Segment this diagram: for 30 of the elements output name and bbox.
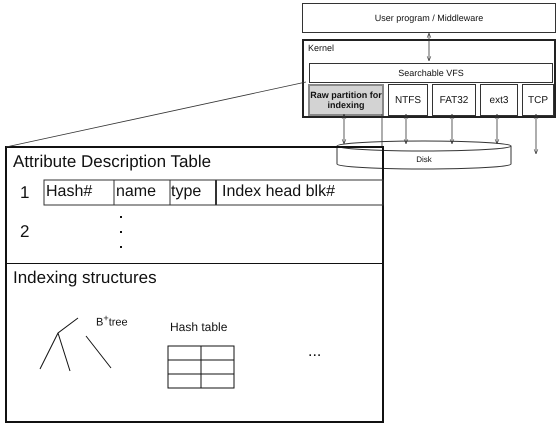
structure-label: Hash table bbox=[170, 320, 228, 334]
kernel-box bbox=[302, 39, 556, 118]
structures-panel bbox=[5, 263, 384, 423]
table-cell: type bbox=[171, 183, 202, 201]
group-title: Kernel bbox=[307, 42, 336, 55]
protocol-box: TCP bbox=[522, 84, 554, 116]
layer-box: User program / Middleware bbox=[302, 3, 556, 33]
disk-cylinder: Disk bbox=[336, 140, 512, 170]
table-panel bbox=[5, 146, 384, 264]
double-arrow bbox=[450, 114, 454, 144]
ellipsis: ... bbox=[308, 343, 322, 361]
table-cell: Index head blk# bbox=[222, 183, 335, 201]
filesystem-box: FAT32 bbox=[432, 84, 476, 116]
double-arrow bbox=[426, 32, 432, 62]
table-cell: Hash# bbox=[46, 183, 92, 201]
double-arrow bbox=[534, 114, 538, 154]
double-arrow bbox=[404, 114, 408, 144]
layer-box: Searchable VFS bbox=[309, 63, 553, 83]
partition-box: Raw partition for indexing bbox=[308, 84, 384, 116]
double-arrow bbox=[342, 114, 346, 144]
filesystem-box: ext3 bbox=[480, 84, 518, 116]
structure-label: B$^{+}$tree bbox=[96, 313, 128, 329]
double-arrow bbox=[494, 114, 500, 144]
row-number: 1 bbox=[20, 183, 30, 203]
panel-title: Indexing structures bbox=[12, 267, 158, 289]
table-cell: name bbox=[116, 183, 156, 201]
row-number: 2 bbox=[20, 222, 30, 242]
filesystem-box: NTFS bbox=[388, 84, 428, 116]
zoom-line bbox=[6, 82, 306, 148]
panel-title: Attribute Description Table bbox=[12, 151, 212, 173]
